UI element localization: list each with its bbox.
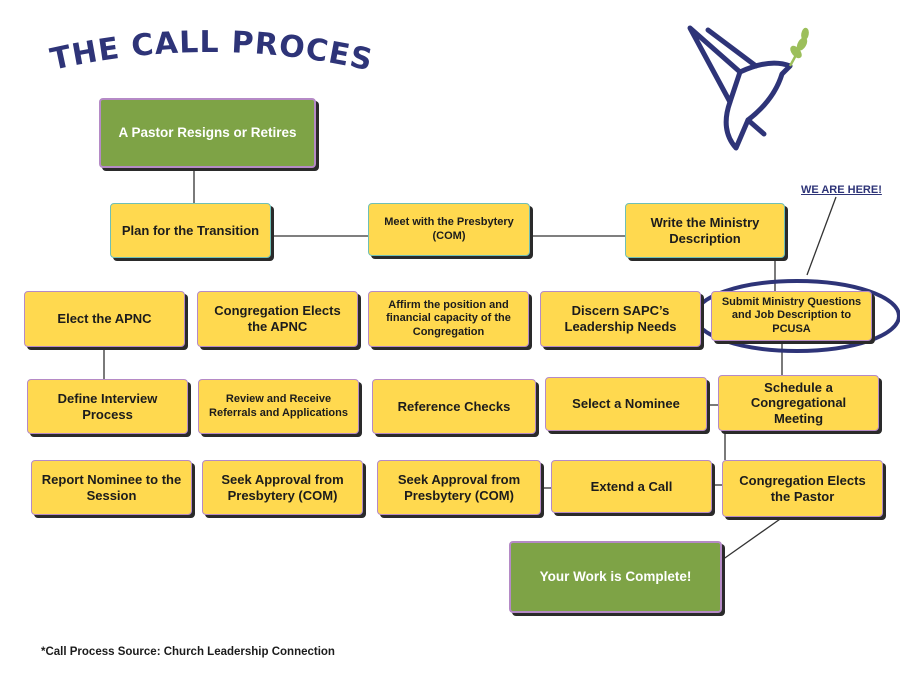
step-define-interview: Define Interview Process xyxy=(27,379,188,434)
step-plan-transition: Plan for the Transition xyxy=(110,203,271,258)
step-review-referrals: Review and Receive Referrals and Applica… xyxy=(198,379,359,434)
step-select-nominee: Select a Nominee xyxy=(545,377,707,431)
we-are-here-label: WE ARE HERE! xyxy=(801,184,882,196)
step-seek-approval-1: Seek Approval from Presbytery (COM) xyxy=(202,460,363,515)
step-reference-checks: Reference Checks xyxy=(372,379,536,434)
source-note: *Call Process Source: Church Leadership … xyxy=(41,646,335,658)
dove-icon xyxy=(687,25,809,151)
step-pastor-resigns: A Pastor Resigns or Retires xyxy=(99,98,316,168)
step-extend-call: Extend a Call xyxy=(551,460,712,513)
step-report-nominee: Report Nominee to the Session xyxy=(31,460,192,515)
step-schedule-meeting: Schedule a Congregational Meeting xyxy=(718,375,879,431)
step-submit-to-pcusa: Submit Ministry Questions and Job Descri… xyxy=(711,291,872,341)
step-discern-needs: Discern SAPC’s Leadership Needs xyxy=(540,291,701,347)
step-elect-apnc: Elect the APNC xyxy=(24,291,185,347)
step-write-ministry-description: Write the Ministry Description xyxy=(625,203,785,258)
step-affirm-position: Affirm the position and financial capaci… xyxy=(368,291,529,347)
step-congregation-elects-pastor: Congregation Elects the Pastor xyxy=(722,460,883,517)
step-seek-approval-2: Seek Approval from Presbytery (COM) xyxy=(377,460,541,515)
step-meet-presbytery: Meet with the Presbytery (COM) xyxy=(368,203,530,256)
step-work-complete: Your Work is Complete! xyxy=(509,541,722,613)
step-congregation-elects-apnc: Congregation Elects the APNC xyxy=(197,291,358,347)
